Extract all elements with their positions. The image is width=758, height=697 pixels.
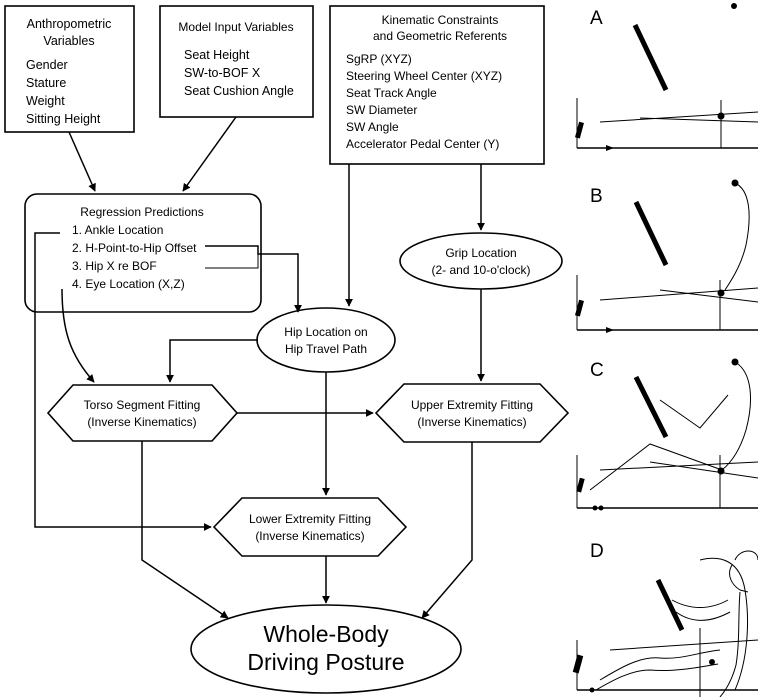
panel-a-steering-wheel [632, 23, 669, 92]
panel-a-eye-point [731, 3, 737, 9]
kinematic-item-sw-diameter: SW Diameter [346, 103, 417, 117]
panel-b-label: B [590, 186, 603, 207]
panel-d-leg-outline [595, 649, 721, 691]
arrow-eye-to-torso [61, 288, 95, 383]
arrow-hip-to-torso [166, 339, 258, 383]
panel-c-hip-point [717, 467, 725, 475]
panel-d-heel-point [589, 687, 595, 693]
panel-b-axis-arrow [606, 327, 614, 333]
panel-d-head-outline [729, 550, 758, 593]
regression-title: Regression Predictions [80, 205, 203, 219]
model-input-item-sw-to-bof: SW-to-BOF X [184, 66, 261, 80]
panel-d-hip-point [709, 659, 715, 665]
anthropometric-item-stature: Stature [26, 76, 66, 90]
regression-item-h-point: 2. H-Point-to-Hip Offset [72, 241, 197, 255]
kinematic-title-2: and Geometric Referents [373, 29, 507, 43]
model-input-box: Model Input Variables Seat Height SW-to-… [159, 5, 314, 118]
panel-d: D [572, 541, 758, 697]
panel-a-axis-arrow [606, 145, 614, 151]
hip-line-1: Hip Location on [284, 325, 367, 339]
lower-extremity-fitting-node: Lower Extremity Fitting (Inverse Kinemat… [212, 497, 408, 557]
torso-line-1: Torso Segment Fitting [84, 398, 201, 412]
grip-subtitle: (2- and 10-o'clock) [432, 263, 531, 277]
panel-d-seat-outline [699, 557, 748, 691]
panel-c-label: C [590, 360, 604, 381]
regression-predictions-box: Regression Predictions 1. Ankle Location… [24, 193, 262, 313]
panel-c-heel-point-1 [592, 505, 598, 511]
anthropometric-item-sitting-height: Sitting Height [26, 112, 101, 126]
result-line-1: Whole-Body [263, 621, 389, 647]
panel-a-hip-point [717, 112, 725, 120]
whole-body-posture-node: Whole-Body Driving Posture [190, 604, 462, 694]
kinematic-title-1: Kinematic Constraints [382, 13, 499, 27]
anthropometric-item-gender: Gender [26, 58, 68, 72]
anthropometric-item-weight: Weight [26, 94, 65, 108]
panel-c-pedal [576, 477, 585, 493]
result-line-2: Driving Posture [247, 649, 404, 675]
panel-a: A [574, 3, 758, 151]
panel-d-back-outline [719, 591, 741, 697]
panel-a-cushion-line [599, 111, 758, 123]
kinematic-item-sgrp: SgRP (XYZ) [346, 52, 412, 66]
bracket-hip-x [205, 254, 259, 269]
panel-d-arm-outline [671, 599, 731, 621]
arrow-model-to-regression [182, 116, 237, 192]
upper-extremity-fitting-node: Upper Extremity Fitting (Inverse Kinemat… [374, 383, 570, 443]
panel-a-label: A [590, 8, 603, 29]
panel-c-arm-line [659, 394, 729, 429]
upper-line-2: (Inverse Kinematics) [417, 415, 526, 429]
lower-line-1: Lower Extremity Fitting [249, 512, 371, 526]
panel-d-label: D [590, 541, 604, 562]
kinematic-item-accelerator-pedal: Accelerator Pedal Center (Y) [346, 137, 499, 151]
panel-d-cushion-line [609, 639, 758, 651]
panel-d-pedal [572, 654, 584, 674]
arrow-torso-to-result [141, 441, 229, 619]
kinematic-item-seat-track-angle: Seat Track Angle [346, 86, 437, 100]
model-input-item-seat-cushion-angle: Seat Cushion Angle [184, 84, 294, 98]
hip-line-2: Hip Travel Path [285, 342, 367, 356]
upper-line-1: Upper Extremity Fitting [411, 398, 533, 412]
grip-title: Grip Location [445, 246, 516, 260]
regression-item-hip-x: 3. Hip X re BOF [72, 259, 157, 273]
kinematic-item-sw-center: Steering Wheel Center (XYZ) [346, 69, 502, 83]
arrow-ankle-to-lower [34, 232, 212, 531]
regression-item-eye: 4. Eye Location (X,Z) [72, 277, 185, 291]
panel-c-torso-line [721, 361, 751, 471]
panel-b-cushion-line [599, 287, 758, 301]
panel-b-steering-wheel [633, 200, 669, 267]
arrow-upper-to-result [421, 442, 473, 619]
panel-c-steering-wheel [633, 375, 669, 439]
panel-b-hip-point [717, 289, 725, 297]
panel-b-pedal [574, 299, 584, 317]
panel-c: C [576, 358, 758, 511]
model-input-item-seat-height: Seat Height [184, 48, 250, 62]
arrow-anthro-to-regression [68, 131, 96, 192]
kinematic-constraints-box: Kinematic Constraints and Geometric Refe… [329, 5, 545, 165]
grip-location-node: Grip Location (2- and 10-o'clock) [399, 232, 563, 290]
lower-line-2: (Inverse Kinematics) [255, 529, 364, 543]
model-input-title: Model Input Variables [178, 20, 293, 34]
anthropometric-box: Anthropometric Variables Gender Stature … [4, 5, 135, 133]
regression-item-ankle: 1. Ankle Location [72, 223, 163, 237]
panel-c-leg-line [589, 443, 723, 491]
torso-line-2: (Inverse Kinematics) [87, 415, 196, 429]
panel-c-track-line [649, 461, 758, 479]
panel-d-steering-wheel [655, 578, 685, 632]
flow-connectors [34, 116, 485, 619]
panel-a-pedal [574, 121, 584, 139]
hip-location-node: Hip Location on Hip Travel Path [256, 307, 396, 373]
panel-c-heel-point-2 [598, 505, 604, 511]
panel-b-track-line [659, 289, 758, 303]
anthropometric-title-2: Variables [43, 34, 94, 48]
anthropometric-title-1: Anthropometric [27, 17, 112, 31]
panel-b: B [574, 179, 758, 333]
panel-a-track-line [639, 117, 758, 123]
panel-b-torso-line [724, 182, 750, 291]
kinematic-item-sw-angle: SW Angle [346, 120, 399, 134]
torso-fitting-node: Torso Segment Fitting (Inverse Kinematic… [46, 384, 239, 442]
